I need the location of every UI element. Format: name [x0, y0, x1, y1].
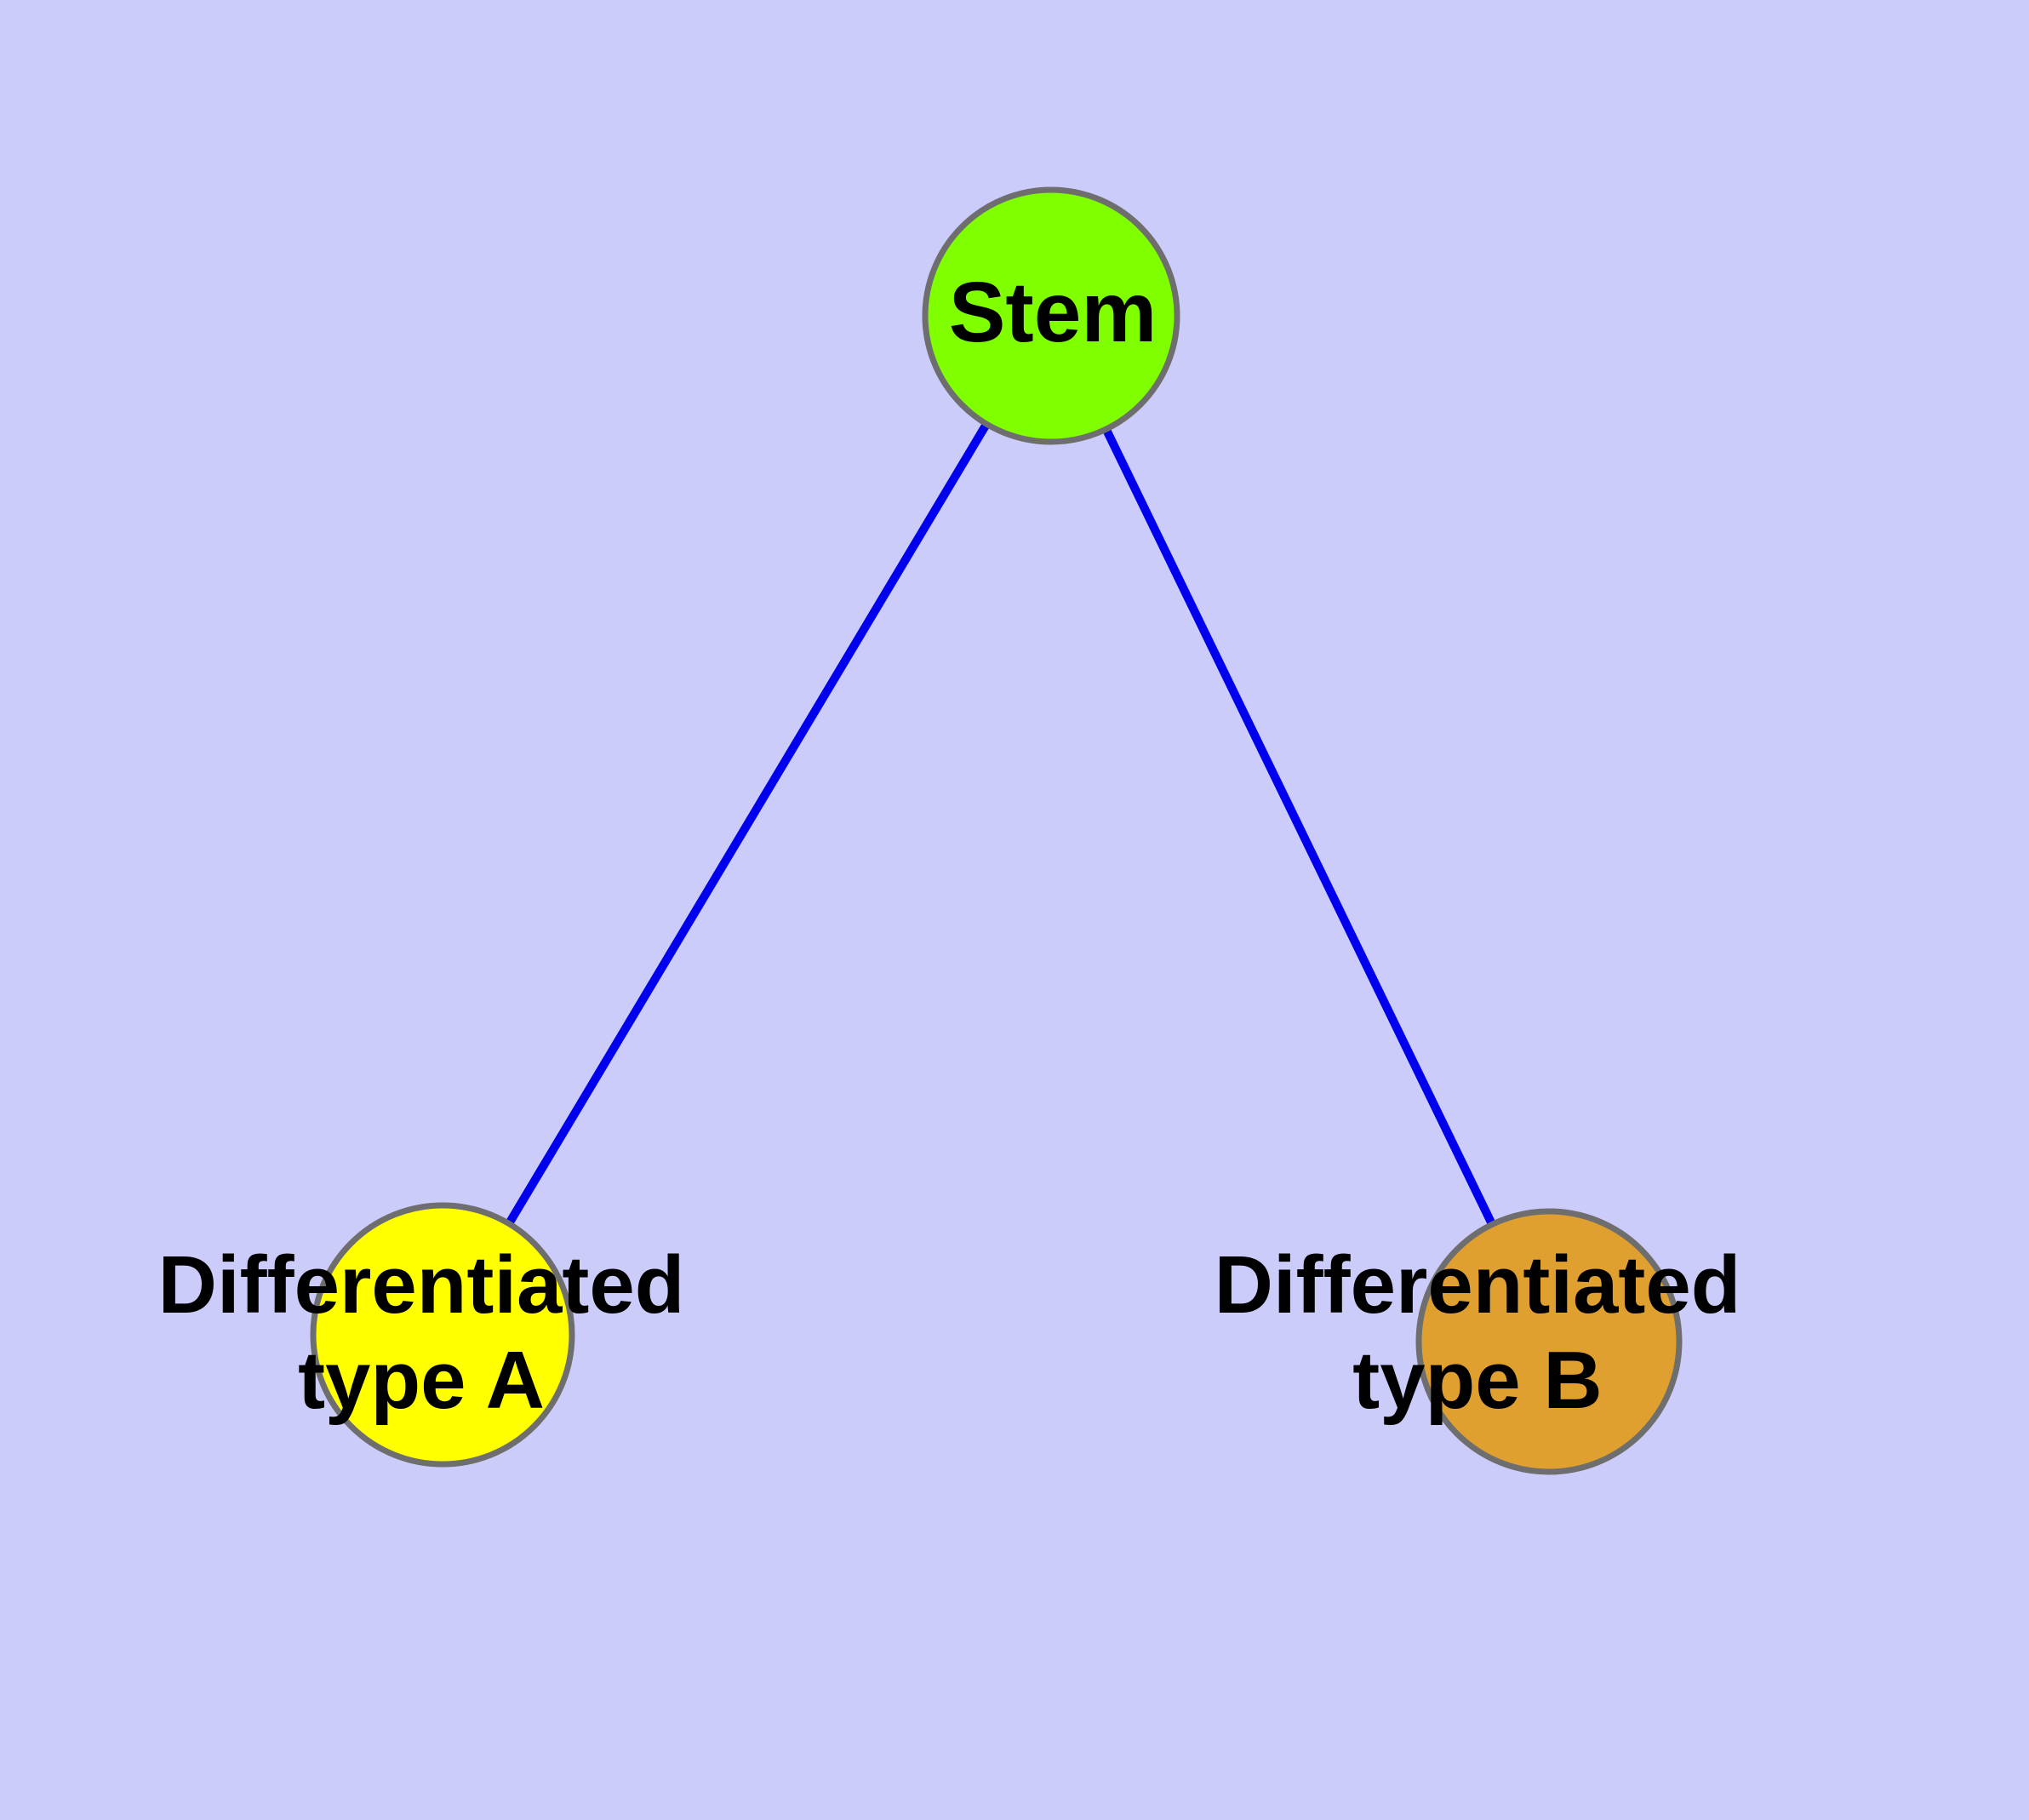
node-label-line: type B	[1352, 1335, 1602, 1426]
graph-node-diff-type-b[interactable]	[1415, 1208, 1683, 1475]
node-label-line: type A	[298, 1335, 545, 1426]
graph-node-stem[interactable]	[922, 186, 1180, 445]
node-label-stem: Stem	[949, 265, 1157, 360]
graph-node-diff-type-a[interactable]	[310, 1202, 575, 1468]
node-circle-diff-type-b[interactable]	[1415, 1208, 1683, 1475]
graph-edge-stem-to-b[interactable]	[1047, 313, 1553, 1344]
node-label-line: Stem	[949, 265, 1157, 360]
graph-edge-stem-to-a[interactable]	[438, 313, 1055, 1337]
node-label-line: Differentiated	[158, 1239, 685, 1331]
edges-layer	[438, 313, 1553, 1344]
node-circle-diff-type-a[interactable]	[310, 1202, 575, 1468]
node-circle-stem[interactable]	[922, 186, 1180, 445]
nodes-layer	[310, 186, 1683, 1475]
node-label-line: Differentiated	[1215, 1239, 1741, 1331]
